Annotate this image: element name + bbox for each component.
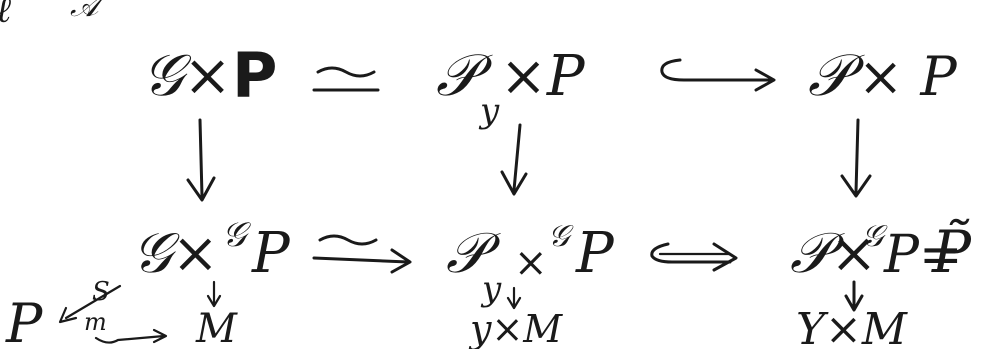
double-hook-arrow-head: [712, 242, 738, 272]
node-top-right-tail: × P: [858, 45, 958, 108]
node-top-middle-tail: ×P: [500, 44, 586, 109]
corner-mark-1: ℓ: [0, 0, 11, 31]
hook-arrow-top-shaft: [660, 58, 772, 82]
iso-top-left-middle: [312, 66, 380, 92]
small-arrow-right: [844, 280, 864, 312]
node-top-right: 𝒫 × P: [808, 41, 958, 109]
section-arrow-head: [58, 306, 78, 324]
node-bottom-right: 𝒫× 𝒢 P= P̃: [790, 217, 972, 286]
base-left-arrows: [58, 284, 168, 344]
node-top-right-base: 𝒫: [808, 41, 865, 109]
vertical-arrow-middle: [500, 123, 528, 196]
node-top-left-base: 𝒢×: [142, 41, 232, 109]
projection-arrow-shaft: [94, 334, 166, 344]
small-arrow-left: [206, 280, 222, 308]
section-arrow-label: S: [92, 277, 110, 307]
corner-mark-2: 𝒜: [70, 0, 107, 24]
node-bottom-left: 𝒢× 𝒢 P: [132, 215, 291, 286]
vertical-arrow-right: [840, 118, 872, 198]
node-bottom-left-tail: P: [251, 221, 291, 286]
iso-arrow-bottom-wave: [318, 234, 378, 246]
node-bottom-left-sup: 𝒢: [222, 215, 251, 255]
small-arrow-middle: [506, 286, 522, 310]
base-right: Y×M: [796, 304, 908, 349]
node-bottom-right-tail: P=: [883, 225, 963, 285]
node-top-left-bold: P: [232, 39, 277, 112]
node-top-middle: 𝒫 y ×P: [436, 41, 586, 131]
hook-arrow-top: [660, 58, 776, 92]
vertical-arrow-left: [186, 118, 216, 202]
node-bottom-left-base: 𝒢×: [132, 221, 219, 286]
base-left-source: P: [5, 292, 44, 349]
iso-arrow-bottom-head: [390, 248, 412, 274]
node-bottom-middle-mid: ×: [514, 240, 548, 286]
base-middle: y×M: [468, 307, 563, 349]
node-bottom-middle-sup: 𝒢: [548, 219, 574, 254]
base-left: M: [195, 306, 238, 349]
double-hook-arrow-bottom: [650, 242, 738, 272]
node-bottom-middle: 𝒫 y × 𝒢 P: [446, 219, 615, 309]
section-arrow-shaft: [64, 284, 122, 320]
double-hook-arrow-upper: [650, 242, 732, 264]
node-bottom-middle-sub: y: [480, 269, 502, 309]
hook-arrow-top-head: [754, 68, 776, 92]
iso-top-wave: [316, 66, 376, 78]
iso-arrow-bottom-shaft: [312, 256, 410, 264]
node-bottom-middle-tail: P: [575, 221, 615, 286]
node-bottom-right-tilde: P̃: [931, 217, 972, 286]
projection-arrow-head: [152, 328, 168, 344]
projection-arrow-label: m: [84, 308, 107, 336]
iso-arrow-bottom: [312, 234, 412, 274]
node-top-middle-sub: y: [478, 91, 500, 131]
node-top-left: 𝒢× P: [142, 39, 277, 112]
node-bottom-right-base: 𝒫×: [790, 221, 877, 286]
